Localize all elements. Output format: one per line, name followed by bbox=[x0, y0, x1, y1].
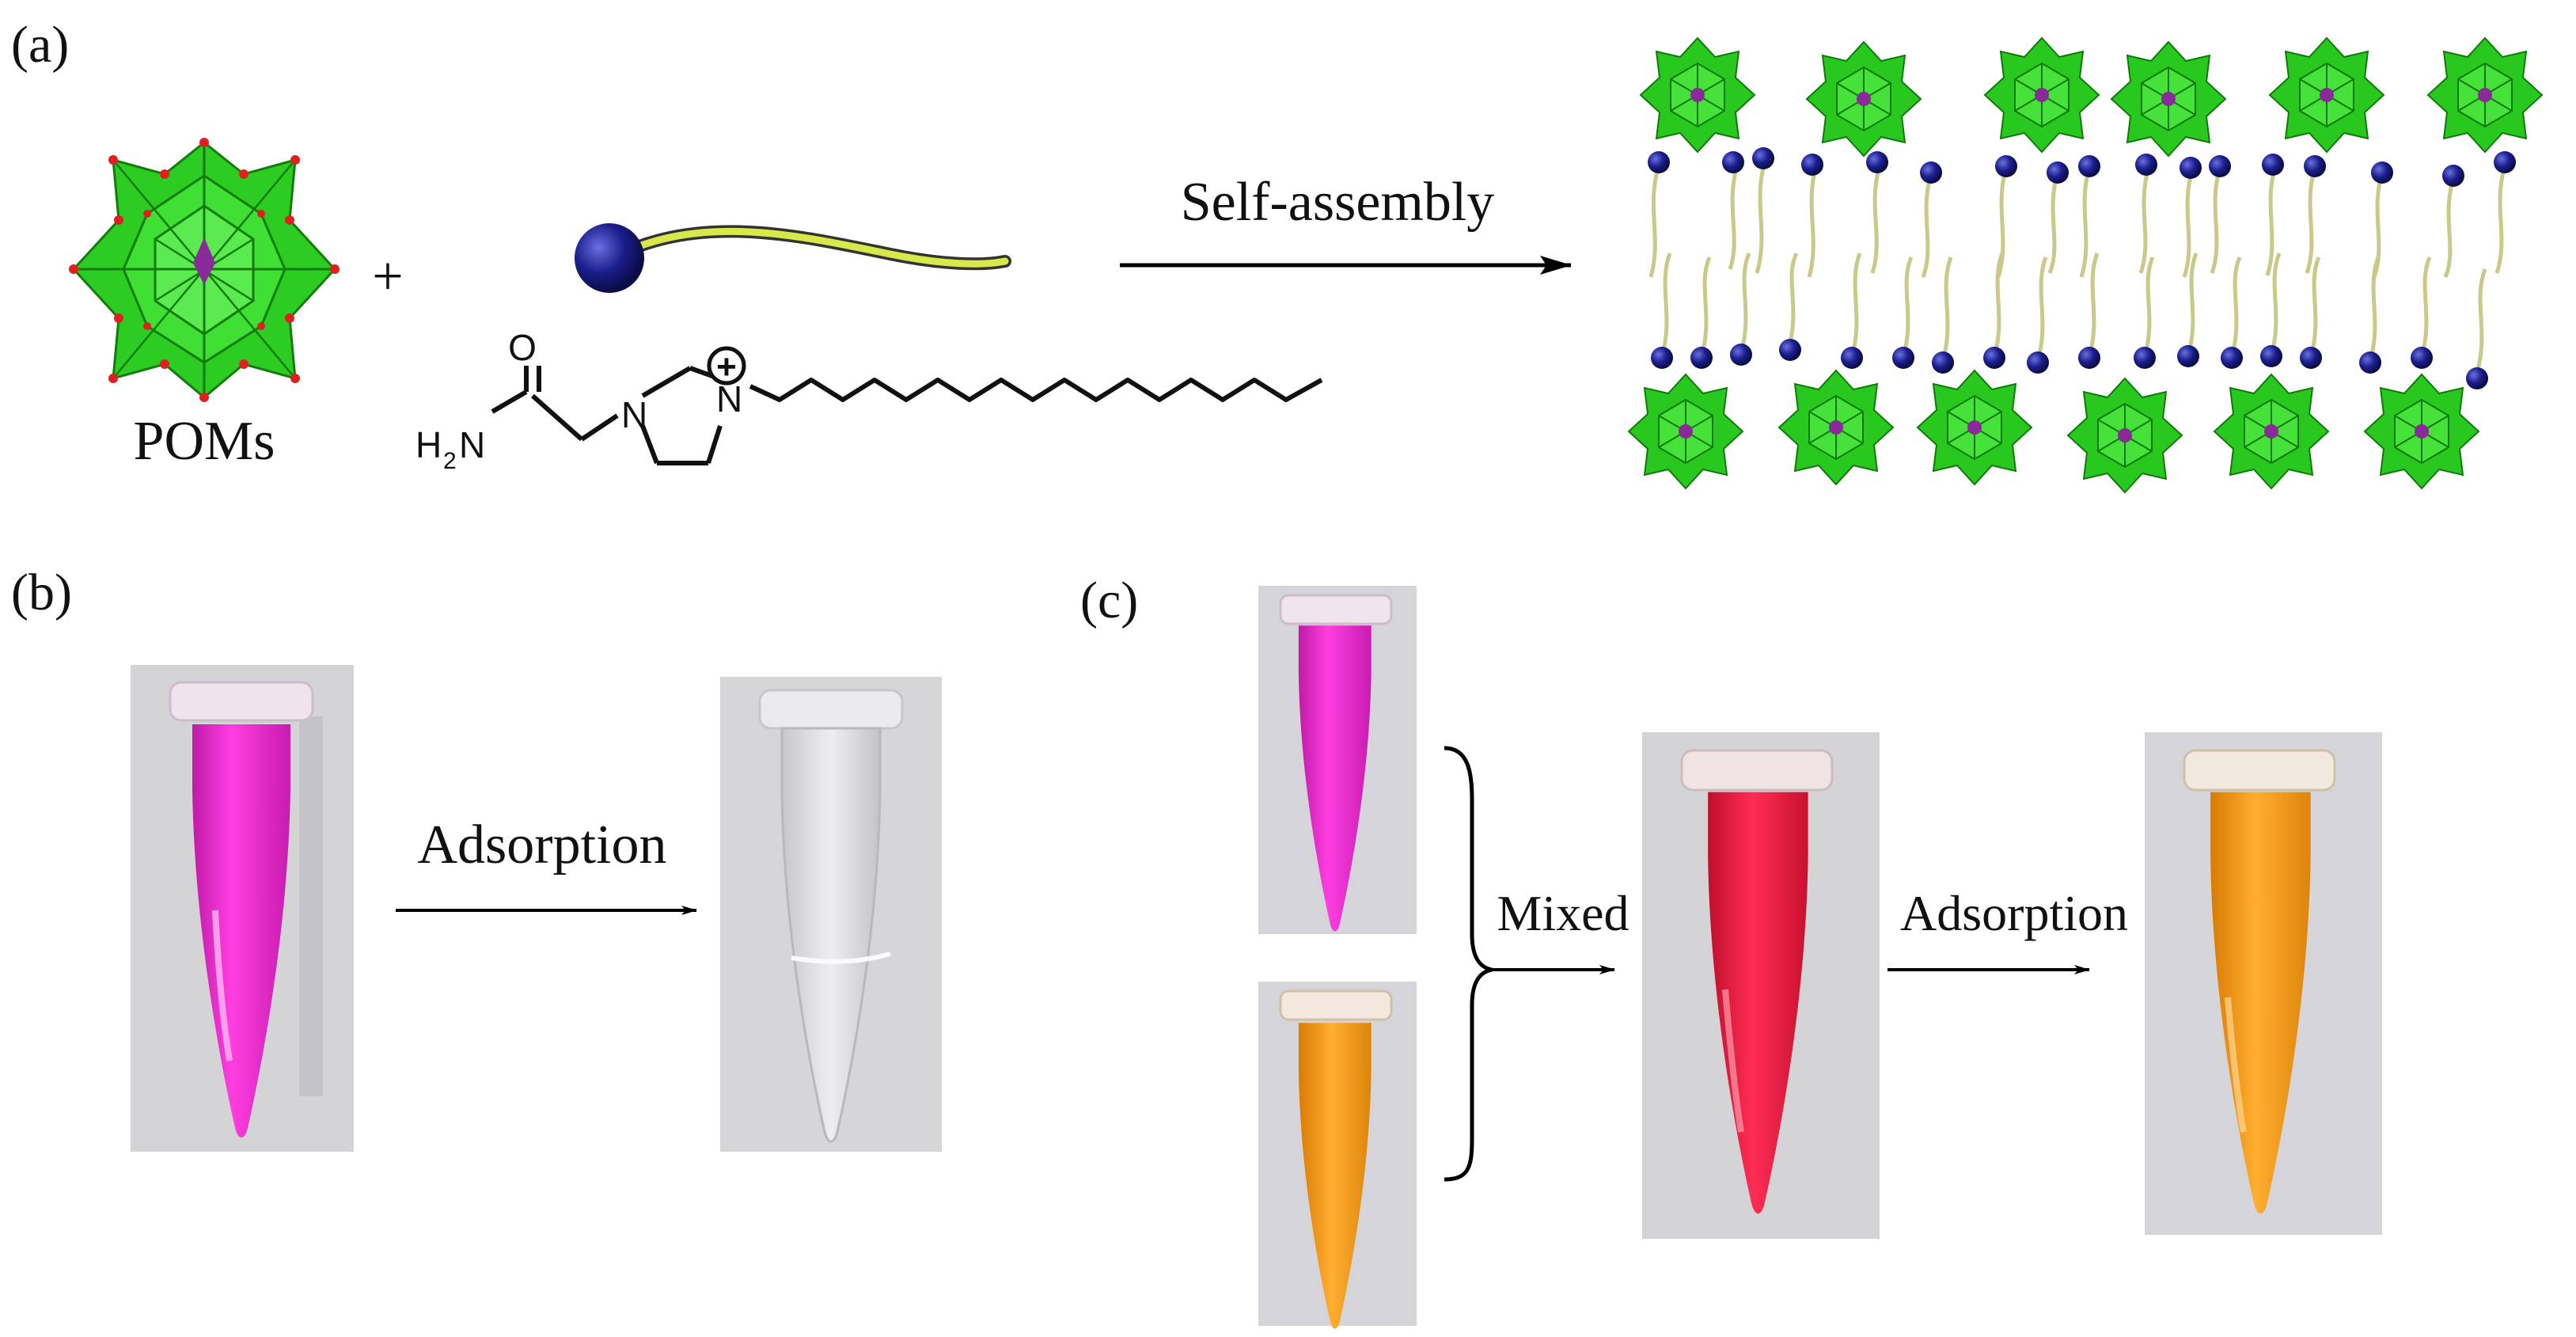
mixing-brace bbox=[1444, 746, 1493, 1182]
chem-labels: O H 2 N N N + bbox=[415, 327, 746, 474]
nitrogen-atom-2: N bbox=[716, 378, 742, 420]
bilayer-assembly bbox=[1628, 37, 2543, 493]
charge-circle bbox=[707, 346, 746, 386]
charge-sign: + bbox=[716, 348, 737, 386]
tube-icon bbox=[2145, 732, 2382, 1235]
panel-a-label: (a) bbox=[11, 16, 69, 74]
surfactant-icon bbox=[575, 223, 1011, 293]
pom-label: POMs bbox=[134, 411, 275, 472]
adsorption-label-b: Adsorption bbox=[418, 815, 667, 876]
mixed-label: Mixed bbox=[1497, 885, 1629, 941]
tube-icon bbox=[720, 677, 942, 1152]
tube-icon bbox=[131, 665, 354, 1152]
tube-icon bbox=[1258, 982, 1417, 1329]
oxygen-atom: O bbox=[508, 327, 537, 368]
nitrogen-atom-1: N bbox=[621, 394, 647, 435]
plus-sign: + bbox=[372, 246, 403, 307]
tube-icon bbox=[1642, 732, 1880, 1239]
amine-h: H bbox=[415, 424, 442, 465]
pom-cluster-icon bbox=[69, 138, 340, 402]
imidazolium-structure bbox=[491, 366, 1323, 465]
amine-subscript: 2 bbox=[443, 448, 457, 474]
panel-b-label: (b) bbox=[11, 564, 72, 621]
amine-n: N bbox=[459, 424, 485, 465]
tube-icon bbox=[1258, 586, 1417, 934]
self-assembly-label: Self-assembly bbox=[1181, 172, 1495, 233]
panel-c-label: (c) bbox=[1080, 572, 1138, 629]
adsorption-label-c: Adsorption bbox=[1900, 885, 2128, 941]
